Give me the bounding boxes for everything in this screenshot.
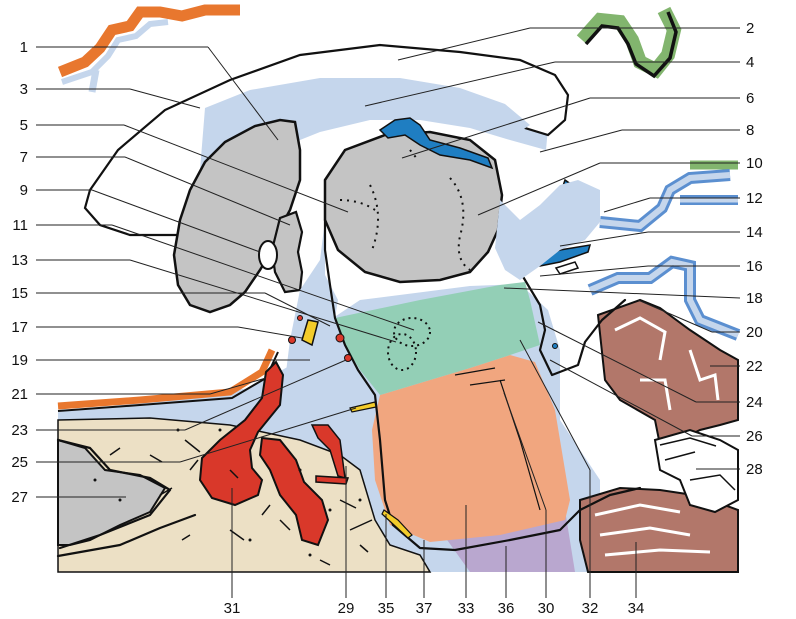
label-16: 16 <box>746 258 763 275</box>
label-1: 1 <box>20 39 28 56</box>
label-12: 12 <box>746 190 763 207</box>
label-7: 7 <box>20 149 28 166</box>
label-24: 24 <box>746 394 763 411</box>
label-6: 6 <box>746 90 754 107</box>
label-32: 32 <box>582 600 599 617</box>
label-33: 33 <box>458 600 475 617</box>
label-19: 19 <box>11 352 28 369</box>
label-27: 27 <box>11 489 28 506</box>
meninges-top-right <box>582 10 674 70</box>
label-15: 15 <box>11 285 28 302</box>
label-37: 37 <box>416 600 433 617</box>
label-8: 8 <box>746 122 754 139</box>
label-2: 2 <box>746 20 754 37</box>
labels-bottom: 31 29 35 37 33 36 30 32 34 <box>224 600 645 617</box>
label-28: 28 <box>746 461 763 478</box>
label-13: 13 <box>11 252 28 269</box>
label-18: 18 <box>746 290 763 307</box>
label-11: 11 <box>12 217 28 234</box>
label-29: 29 <box>338 600 355 617</box>
illustration <box>58 10 738 572</box>
label-17: 17 <box>11 319 28 336</box>
label-21: 21 <box>11 386 28 403</box>
meninges-top-left <box>60 10 240 72</box>
label-14: 14 <box>746 224 763 241</box>
label-20: 20 <box>746 324 763 341</box>
label-34: 34 <box>628 600 645 617</box>
anterior-communicating-artery <box>336 334 344 342</box>
label-31: 31 <box>224 600 241 617</box>
label-5: 5 <box>20 117 28 134</box>
labels-right: 2 4 6 8 10 12 14 16 18 20 22 24 26 28 <box>746 20 763 478</box>
labels-left: 1 3 5 7 9 11 13 15 17 19 21 23 25 27 <box>11 39 28 506</box>
label-22: 22 <box>746 358 763 375</box>
label-30: 30 <box>538 600 555 617</box>
label-25: 25 <box>11 454 28 471</box>
label-26: 26 <box>746 428 763 445</box>
label-35: 35 <box>378 600 395 617</box>
label-9: 9 <box>20 182 28 199</box>
label-4: 4 <box>746 54 754 71</box>
label-3: 3 <box>20 81 28 98</box>
label-23: 23 <box>11 422 28 439</box>
label-10: 10 <box>746 155 763 172</box>
label-36: 36 <box>498 600 515 617</box>
